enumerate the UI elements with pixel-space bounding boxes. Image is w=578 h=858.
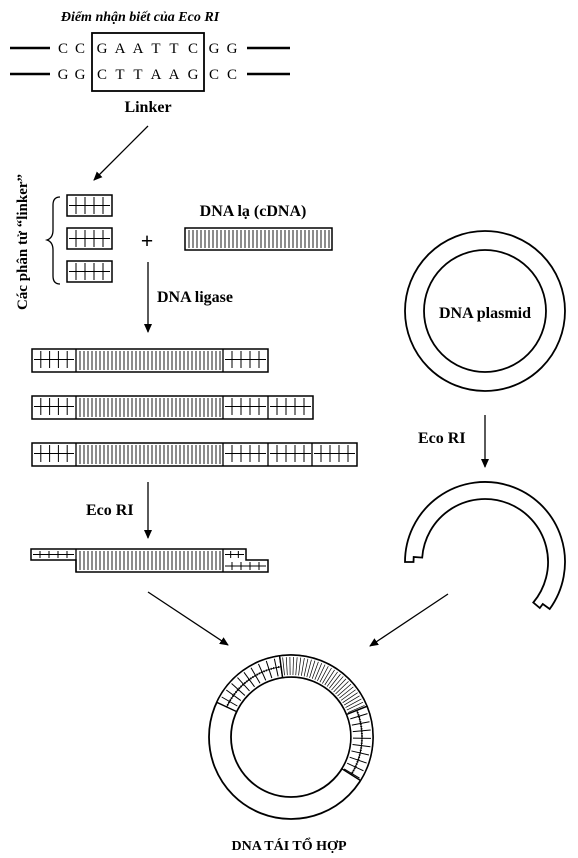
recognition-site-title: Điểm nhận biết của Eco RI <box>60 10 220 25</box>
bottom-base: A <box>169 67 180 83</box>
top-base: G <box>209 41 220 57</box>
bottom-base: C <box>97 67 107 83</box>
arrow-plasmid-to-recombinant <box>369 593 449 647</box>
linker-molecule <box>66 227 113 250</box>
ligase-label: DNA ligase <box>157 289 233 306</box>
plus-sign: + <box>141 228 154 253</box>
bottom-base: C <box>227 67 237 83</box>
linker-brace <box>44 196 61 285</box>
ecori-right-label: Eco RI <box>418 430 466 447</box>
plasmid-label: DNA plasmid <box>439 305 531 322</box>
bottom-base: C <box>209 67 219 83</box>
top-base: T <box>169 41 178 57</box>
ligated-fragment <box>31 395 314 420</box>
linker-label: Linker <box>124 99 171 116</box>
arrow-fragment-to-recombinant <box>147 591 229 646</box>
sticky-end-fragment <box>30 548 269 573</box>
foreign-dna-label: DNA lạ (cDNA) <box>200 203 307 220</box>
bottom-base: G <box>75 67 86 83</box>
recombinant-label: DNA TÁI TỔ HỢP <box>231 836 346 854</box>
linker-molecule <box>66 194 113 217</box>
linearized-plasmid <box>404 481 566 611</box>
ligated-fragment <box>31 348 269 373</box>
top-base: C <box>188 41 198 57</box>
inserted-dna-segment <box>215 654 374 782</box>
bottom-base: G <box>188 67 199 83</box>
bottom-base: G <box>58 67 69 83</box>
bottom-base: A <box>151 67 162 83</box>
foreign-dna-fragment <box>184 227 333 251</box>
linker-molecule <box>66 260 113 283</box>
top-base: G <box>227 41 238 57</box>
top-base: G <box>97 41 108 57</box>
ecori-left-label: Eco RI <box>86 502 134 519</box>
linker-box <box>91 32 205 92</box>
linker-molecules-label: Các phân tử “linker” <box>15 174 31 310</box>
top-base: A <box>115 41 126 57</box>
top-base: T <box>151 41 160 57</box>
plasmid-inner-ring <box>423 249 547 373</box>
arrow-linker-to-molecules <box>93 125 149 181</box>
top-base: A <box>133 41 144 57</box>
bottom-base: T <box>133 67 142 83</box>
ligated-fragment <box>31 442 358 467</box>
top-base: C <box>58 41 68 57</box>
top-base: C <box>75 41 85 57</box>
plasmid-outer-ring <box>404 230 566 392</box>
bottom-base: T <box>115 67 124 83</box>
